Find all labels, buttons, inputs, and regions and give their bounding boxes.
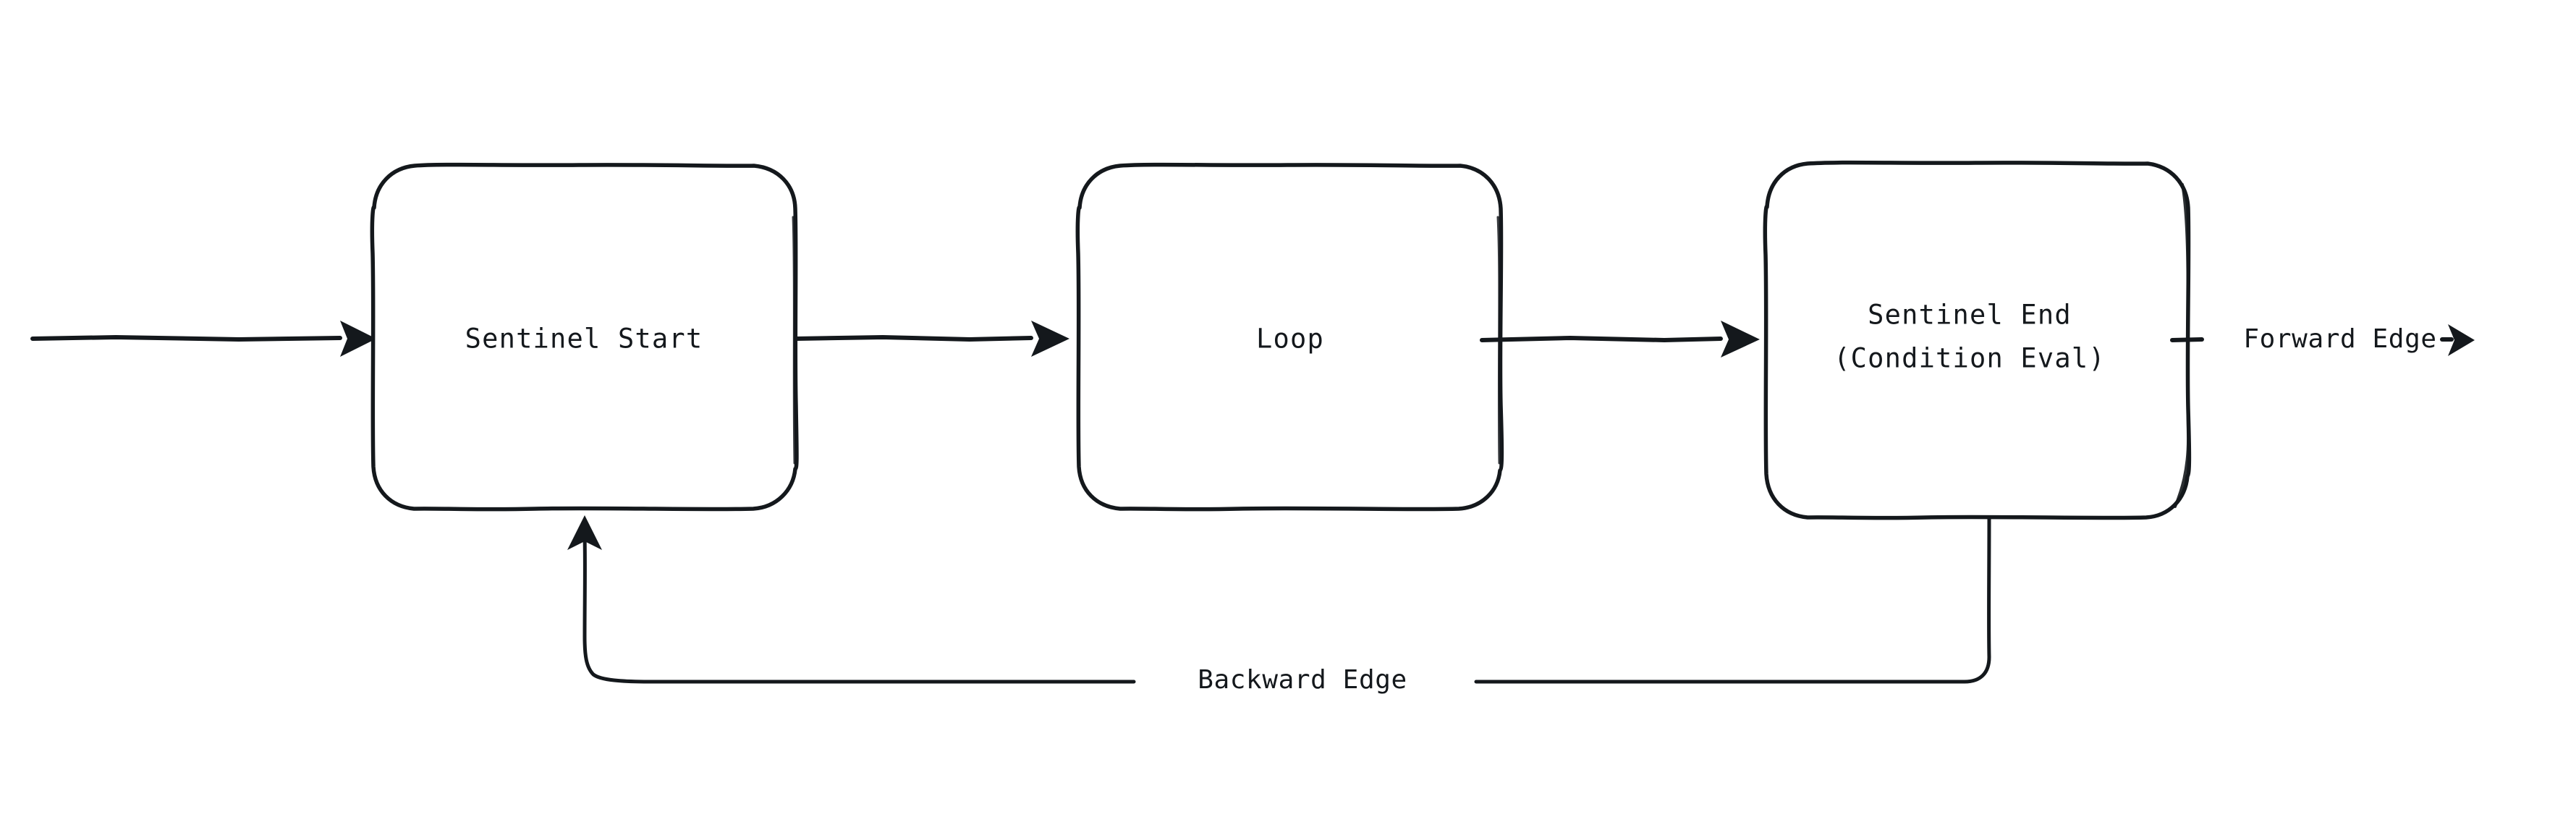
sentinel-start-box-sketch-stroke bbox=[792, 216, 796, 465]
loop-box bbox=[1075, 162, 1504, 512]
backward-edge-left-segment bbox=[582, 533, 1136, 684]
sentinel-end-box-sketch-stroke bbox=[2174, 183, 2190, 508]
loop-to-end-line bbox=[1480, 336, 1723, 342]
entry-edge-line bbox=[30, 335, 342, 342]
edge-entry-edge[interactable] bbox=[30, 321, 376, 357]
forward-edge-line-left bbox=[2170, 337, 2204, 342]
sentinel-start-label: Sentinel Start bbox=[465, 323, 703, 355]
loop-box-sketch-stroke bbox=[1496, 216, 1501, 465]
edge-loop-to-end[interactable] bbox=[1480, 321, 1760, 358]
edge-start-to-loop[interactable] bbox=[794, 321, 1069, 357]
sentinel-start-box bbox=[370, 162, 799, 512]
loop-to-end-arrowhead bbox=[1721, 321, 1760, 358]
node-sentinel-end[interactable]: Sentinel End (Condition Eval) bbox=[1763, 160, 2192, 520]
forward-edge-arrowhead bbox=[2448, 324, 2475, 356]
sentinel-end-box bbox=[1763, 160, 2192, 520]
start-to-loop-line bbox=[794, 335, 1033, 342]
forward-edge-label: Forward Edge bbox=[2243, 324, 2436, 354]
backward-edge-right-segment bbox=[1474, 516, 1991, 684]
loop-label: Loop bbox=[1256, 323, 1324, 355]
backward-edge-arrowhead bbox=[567, 515, 602, 550]
edge-forward-edge[interactable]: Forward Edge bbox=[2170, 324, 2475, 356]
sentinel-end-label-line1: Sentinel End bbox=[1868, 300, 2072, 331]
backward-edge-label: Backward Edge bbox=[1198, 665, 1407, 695]
node-sentinel-start[interactable]: Sentinel Start bbox=[370, 162, 799, 512]
edge-backward-edge[interactable]: Backward Edge bbox=[567, 515, 1991, 695]
sentinel-end-label-line2: (Condition Eval) bbox=[1834, 343, 2106, 374]
node-loop[interactable]: Loop bbox=[1075, 162, 1504, 512]
entry-edge-arrowhead bbox=[340, 321, 376, 357]
start-to-loop-arrowhead bbox=[1031, 321, 1069, 357]
